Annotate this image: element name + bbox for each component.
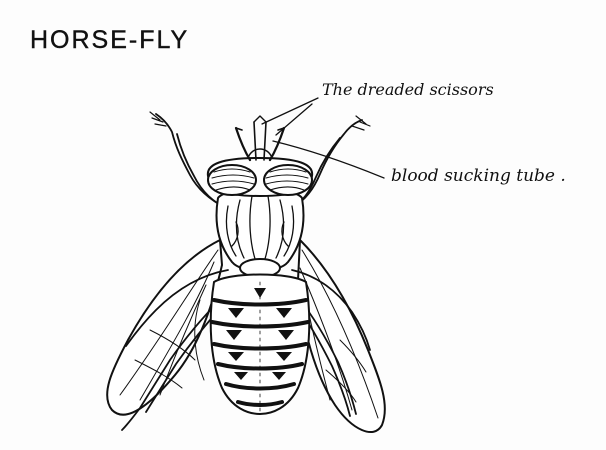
leader-line-scissors-1 [262, 98, 318, 124]
head [208, 158, 312, 196]
right-scissor-blade [270, 128, 284, 160]
thorax [217, 189, 304, 277]
left-scissor-blade [236, 128, 250, 160]
abdomen [211, 275, 310, 415]
blood-sucking-tube [254, 122, 266, 160]
mouthparts [236, 116, 284, 160]
right-wing [298, 240, 385, 432]
